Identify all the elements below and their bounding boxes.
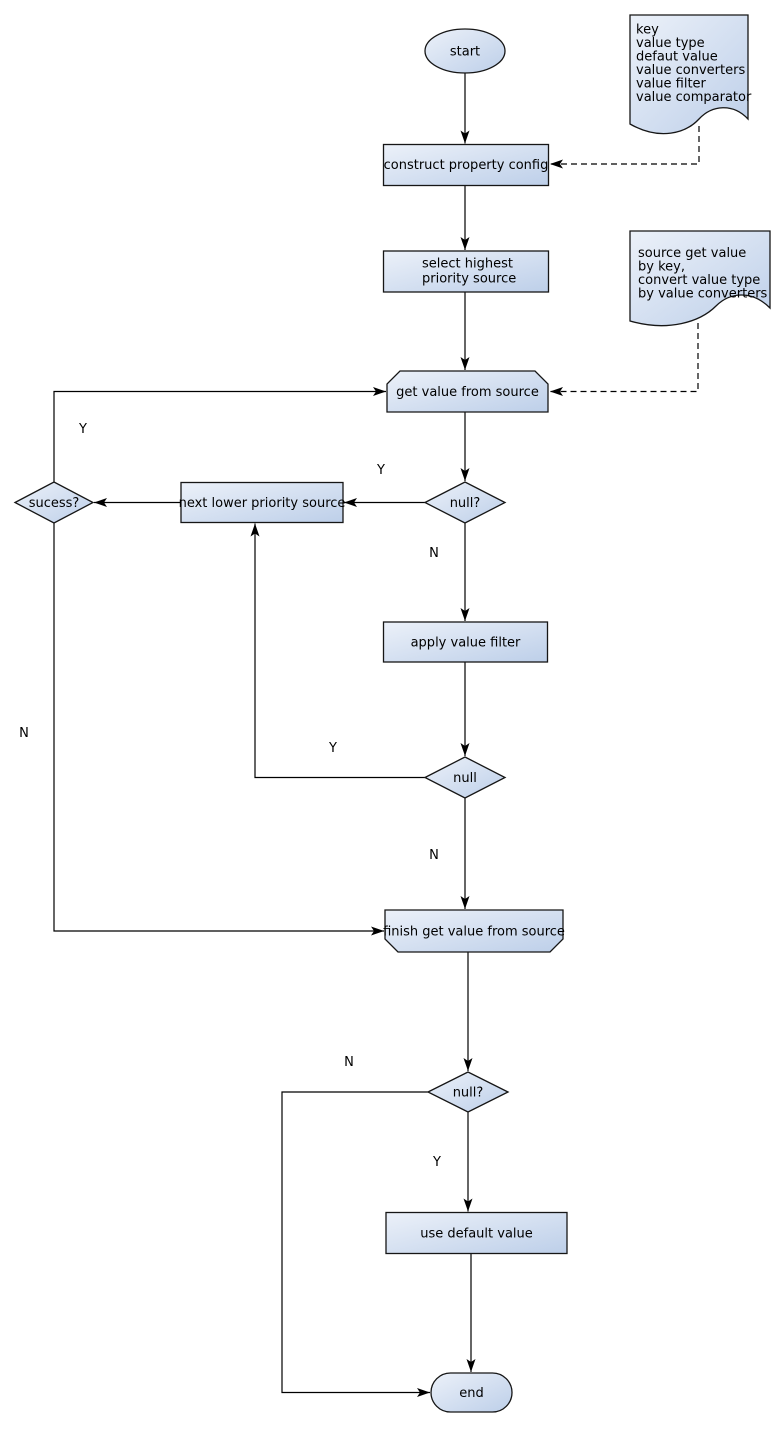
node-label: null: [453, 771, 477, 786]
start-ellipse: [424, 28, 506, 74]
note-document-shape: [629, 230, 771, 327]
note-line: value filter: [636, 77, 707, 92]
label-success-no: N: [19, 726, 29, 741]
note-line: key: [636, 23, 659, 38]
node-finish-get-value-from-source: finish get value from source: [383, 909, 565, 953]
node-label: finish get value from source: [383, 925, 565, 940]
node-null-check-1: null?: [423, 481, 507, 524]
node-label: use default value: [420, 1227, 533, 1242]
note-line: value comparator: [636, 90, 752, 105]
label-null1-yes: Y: [376, 463, 385, 478]
note-line: convert value type: [638, 273, 760, 288]
edge-success-yes-to-getvalue: [53, 387, 386, 482]
note-line: source get value: [638, 246, 746, 261]
label-null1-no: N: [429, 546, 439, 561]
node-use-default-value: use default value: [385, 1211, 568, 1255]
label-null2-no: N: [429, 848, 439, 863]
note-source-get-value: source get value by key, convert value t…: [629, 230, 771, 327]
process-rect: [382, 621, 549, 663]
node-apply-value-filter: apply value filter: [382, 621, 549, 663]
node-label: get value from source: [396, 385, 539, 400]
note-line: value converters: [636, 63, 745, 78]
end-label: end: [459, 1386, 484, 1401]
beveled-top-rect: [386, 370, 549, 413]
node-get-value-from-source: get value from source: [386, 370, 549, 413]
node-label: apply value filter: [411, 636, 521, 651]
node-label: null?: [450, 496, 481, 511]
node-label: null?: [453, 1086, 484, 1101]
node-end: end: [430, 1372, 513, 1413]
start-label: start: [450, 45, 480, 60]
note-line: by value converters: [638, 287, 768, 302]
note-property-config: key value type defaut value value conver…: [629, 14, 752, 135]
node-next-lower-priority-source: next lower priority source: [179, 481, 346, 524]
node-label-line: priority source: [422, 272, 516, 287]
edge-note2-to-getvalue: [550, 323, 699, 396]
node-label: next lower priority source: [179, 496, 346, 511]
node-construct-property-config: construct property config: [382, 143, 550, 187]
edge-labels: Y N Y N Y N N Y: [19, 422, 441, 1170]
process-rect: [382, 143, 550, 187]
label-success-yes: Y: [78, 422, 87, 437]
label-null2-yes: Y: [328, 741, 337, 756]
decision-diamond: [423, 756, 507, 799]
edge-null2-yes-to-nextlower: [250, 523, 425, 779]
node-label: sucess?: [29, 496, 80, 511]
edge-note1-to-construct: [550, 126, 700, 169]
note-line: value type: [636, 36, 705, 51]
node-label: construct property config: [384, 158, 549, 173]
node-null-check-3: null?: [426, 1071, 510, 1113]
node-label-line: select highest: [422, 257, 513, 272]
edge-null3-no-to-end: [281, 1091, 430, 1397]
edge-success-no-to-finish: [53, 523, 384, 936]
note-line: by key,: [638, 260, 685, 275]
edges: [53, 73, 700, 1397]
decision-diamond: [13, 481, 95, 524]
node-select-highest-priority-source: select highest priority source: [382, 250, 550, 293]
decision-diamond: [426, 1071, 510, 1113]
label-null3-no: N: [344, 1055, 354, 1070]
process-rect: [382, 250, 550, 293]
node-null-check-2: null: [423, 756, 507, 799]
decision-diamond: [423, 481, 507, 524]
process-rect: [385, 1211, 568, 1255]
node-start: start: [424, 28, 506, 74]
note-line: defaut value: [636, 50, 718, 65]
label-null3-yes: Y: [432, 1155, 441, 1170]
node-success-check: sucess?: [13, 481, 95, 524]
note-document-shape: [629, 14, 749, 135]
process-rect: [180, 481, 344, 524]
end-stadium: [430, 1372, 513, 1413]
beveled-bottom-rect: [384, 909, 564, 953]
